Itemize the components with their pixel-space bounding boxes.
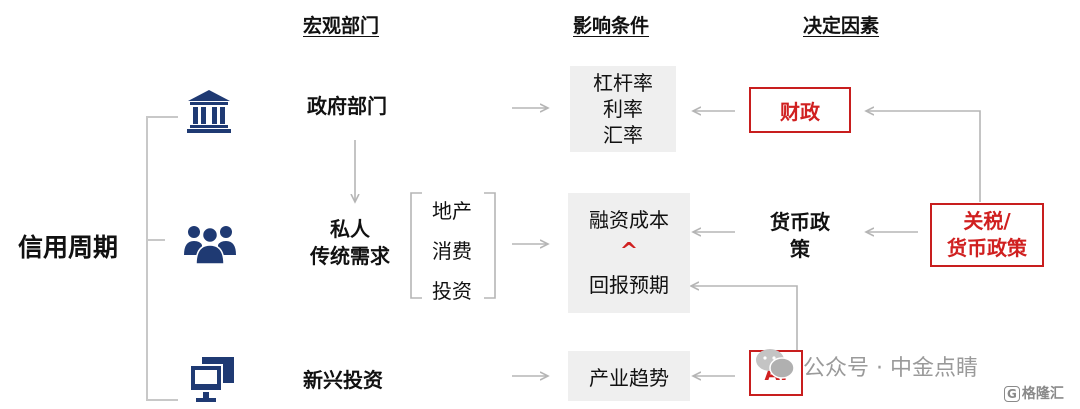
- rates-condition-box: 杠杆率 利率 汇率: [570, 66, 676, 152]
- demand-bracket-left: [410, 192, 422, 299]
- private-sector: 私人 传统需求: [300, 216, 400, 270]
- watermark-badge-text: 格隆汇: [1021, 386, 1064, 402]
- monetary-policy-factor: 货币政 策: [760, 209, 840, 263]
- header-macro-sectors: 宏观部门: [303, 15, 380, 37]
- tariff-to-fiscal-arrow: [866, 111, 981, 202]
- return-expectation: 回报预期: [589, 273, 669, 297]
- demand-bracket-right: [484, 192, 496, 299]
- tariff-monetary-factor-box: 关税/ 货币政策: [930, 203, 1044, 267]
- badge-logo-icon: G: [1004, 386, 1020, 402]
- header-factors: 决定因素: [803, 15, 880, 37]
- fiscal-label: 财政: [780, 99, 820, 124]
- credit-cycle-label: 信用周期: [18, 233, 119, 262]
- emerging-investment-sector: 新兴投资: [303, 368, 383, 392]
- interest-rate: 利率: [603, 97, 643, 121]
- bank-building-icon: [186, 88, 232, 138]
- private-sector-line2: 传统需求: [310, 244, 390, 268]
- industry-trend: 产业趋势: [589, 365, 669, 390]
- people-group-icon: [183, 223, 237, 269]
- wechat-icon: [755, 347, 795, 385]
- header-conditions: 影响条件: [573, 15, 650, 37]
- comparison-caret: ^: [619, 239, 639, 264]
- demand-item-investment: 投资: [432, 279, 472, 303]
- demand-item-real-estate: 地产: [432, 199, 472, 223]
- industry-trend-box: 产业趋势: [568, 351, 690, 401]
- watermark-text: 公众号 · 中金点睛: [803, 356, 978, 381]
- exchange-rate: 汇率: [603, 123, 643, 147]
- government-sector: 政府部门: [307, 94, 387, 118]
- demand-item-consumption: 消费: [432, 239, 472, 263]
- tariff-line1: 关税/: [963, 209, 1011, 233]
- private-sector-line1: 私人: [330, 217, 370, 241]
- computer-icon: [188, 355, 236, 409]
- monetary-policy-line1: 货币政: [770, 210, 830, 234]
- financing-cost: 融资成本: [589, 208, 669, 232]
- leverage-ratio: 杠杆率: [593, 71, 653, 95]
- tariff-line2: 货币政策: [947, 236, 1027, 260]
- fiscal-factor-box: 财政: [749, 87, 851, 133]
- monetary-policy-line2: 策: [790, 237, 810, 261]
- financing-condition-box: 融资成本 ^ 回报预期: [568, 193, 690, 313]
- credit-cycle-bracket: [146, 116, 178, 401]
- ai-to-return-arrow: [691, 286, 798, 350]
